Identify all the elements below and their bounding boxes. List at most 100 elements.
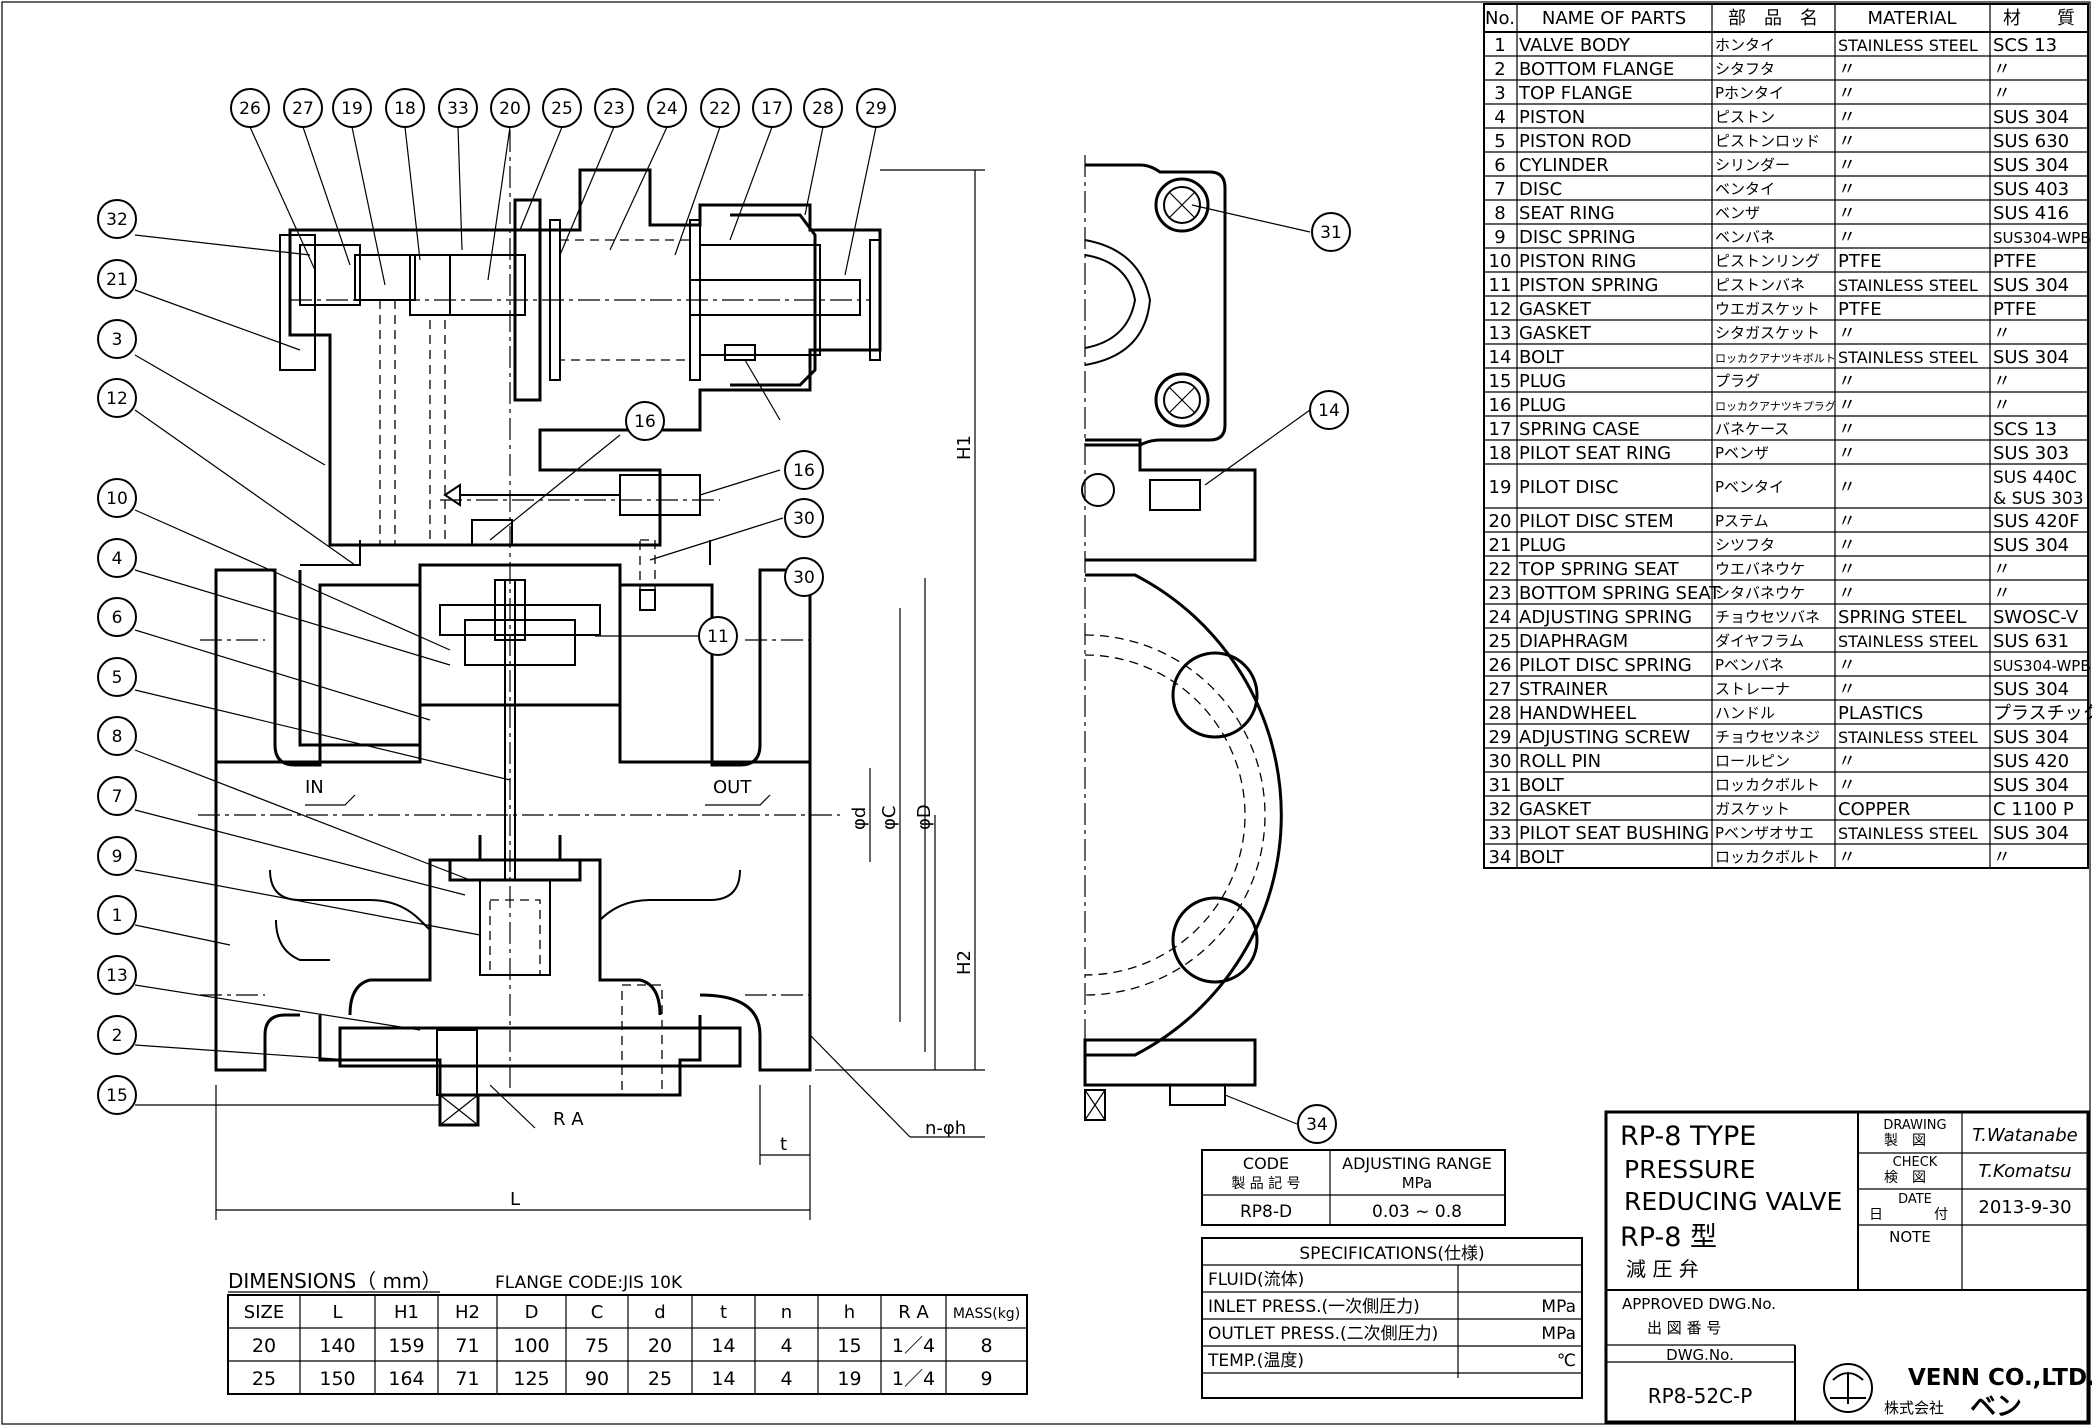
dim-t-label: t [780,1134,787,1155]
parts-row-material-jp: SUS 304 [1993,107,2069,128]
dimensions-cell: 14 [711,1368,735,1390]
parts-row-material: PTFE [1838,299,1882,320]
parts-row-material: 〃 [1838,227,1856,248]
drawn-by: T.Watanabe [1972,1125,2077,1146]
dimensions-header: R A [898,1302,929,1323]
part-balloon-number: 6 [112,608,123,628]
parts-row-name: PLUG [1519,535,1566,556]
parts-row-material-jp: SUS 420F [1993,511,2079,532]
part-balloon-circle [1309,390,1349,430]
parts-row-name-jp: ストレーナ [1715,680,1790,698]
approved-label-jp: 出 図 番 号 [1647,1319,1721,1337]
dimensions-title: DIMENSIONS（ mm） [228,1269,441,1293]
title-line-2: PRESSURE [1624,1155,1755,1184]
parts-row-name-jp: チョウセツバネ [1715,608,1820,626]
parts-row-material-jp: SWOSC-V [1993,607,2079,628]
part-balloon-circle [97,895,137,935]
parts-table-header: 材 質 [2003,8,2075,29]
parts-row-material: 〃 [1838,59,1856,80]
part-balloon-circle [97,1015,137,1055]
part-balloon-number: 12 [106,389,128,409]
parts-row-number: 16 [1489,395,1512,416]
part-balloon-number: 15 [106,1086,128,1106]
parts-row-name: ROLL PIN [1519,751,1601,772]
dimensions-cell: 14 [711,1335,735,1357]
part-balloon-circle [97,478,137,518]
part-balloon-number: 22 [709,99,731,119]
part-balloon-circle [97,319,137,359]
parts-row-material-jp: SCS 13 [1993,35,2057,56]
parts-row-name-jp: シリンダー [1715,156,1790,174]
parts-row-material: SPRING STEEL [1838,607,1966,628]
dimensions-header: h [844,1302,855,1323]
section-view [198,130,882,1127]
part-balloon-number: 17 [761,99,783,119]
parts-row-material-jp: PTFE [1993,299,2037,320]
parts-row-material: PLASTICS [1838,703,1923,724]
parts-row-name: BOLT [1519,847,1565,868]
parts-row-number: 34 [1489,847,1512,868]
part-balloon-number: 25 [551,99,573,119]
part-balloon-circle [97,597,137,637]
dimensions-cell: 90 [585,1368,609,1390]
parts-row-name: GASKET [1519,299,1592,320]
parts-row-name-jp: ロッカクボルト [1715,848,1820,866]
parts-row-name-jp: ハンドル [1715,704,1775,722]
parts-row-material: STAINLESS STEEL [1838,728,1978,747]
title-block: RP-8 TYPE PRESSURE REDUCING VALVE RP-8 型… [1604,1110,2092,1424]
dimensions-cell: 25 [252,1368,276,1390]
parts-row-material-jp: 〃 [1993,59,2011,80]
parts-row-name: BOTTOM SPRING SEAT [1519,583,1721,604]
dimensions-cell: 9 [980,1368,992,1390]
parts-row-name: DIAPHRAGM [1519,631,1628,652]
parts-row-name-jp: Pステム [1715,512,1769,530]
dimensions-header: H1 [394,1302,419,1323]
dim-c-label: φC [879,806,900,830]
parts-row-name: DISC SPRING [1519,227,1635,248]
parts-row-number: 4 [1494,107,1505,128]
parts-row-name: PLUG [1519,371,1566,392]
date-label: DATE [1898,1192,1932,1207]
dimensions-header: d [654,1302,665,1323]
part-balloon-circle [647,88,687,128]
balloon-leaders [134,126,1311,1125]
parts-row-number: 13 [1489,323,1512,344]
parts-row-name: PISTON [1519,107,1585,128]
parts-row-number: 3 [1494,83,1505,104]
parts-row-material: 〃 [1838,751,1856,772]
dimensions-cell: 8 [980,1335,992,1357]
parts-row-material: 〃 [1838,179,1856,200]
dimensions-cell: 100 [513,1335,549,1357]
parts-row-material-jp: 〃 [1993,559,2011,580]
code-value: RP8-D [1240,1202,1292,1222]
part-balloon-circle [230,88,270,128]
spec-row-label: FLUID(流体) [1208,1270,1304,1290]
parts-row-material: 〃 [1838,419,1856,440]
specifications-table: SPECIFICATIONS(仕様) FLUID(流体)INLET PRESS.… [1201,1237,1583,1399]
drawing-labels: IN OUT H1 H2 L t n-φh φd φC φD R A [305,435,975,1210]
parts-row-number: 11 [1489,275,1512,296]
company-logo [1823,1363,1873,1413]
parts-row-name: BOLT [1519,775,1565,796]
parts-row-material: 〃 [1838,655,1856,676]
parts-row-name: CYLINDER [1519,155,1609,176]
dimensions-cell: 71 [455,1368,479,1390]
parts-row-number: 12 [1489,299,1512,320]
title-line-5: 減 圧 弁 [1626,1257,1699,1281]
parts-row-material-jp: SUS 304 [1993,823,2069,844]
dimensions-header: D [525,1302,539,1323]
parts-row-name-jp: Pベンザオサエ [1715,824,1814,842]
part-balloon-number: 24 [656,99,678,119]
parts-row-material-jp: SUS 403 [1993,179,2069,200]
part-balloon-circle [752,88,792,128]
parts-row-number: 24 [1489,607,1512,628]
parts-row-number: 21 [1489,535,1512,556]
parts-row-name-jp: ベンタイ [1715,180,1775,198]
parts-row-name: SPRING CASE [1519,419,1640,440]
part-balloon-number: 23 [603,99,625,119]
parts-row-number: 25 [1489,631,1512,652]
parts-row-material-jp: プラスチック [1993,703,2092,724]
part-balloon-number: 16 [793,461,815,481]
